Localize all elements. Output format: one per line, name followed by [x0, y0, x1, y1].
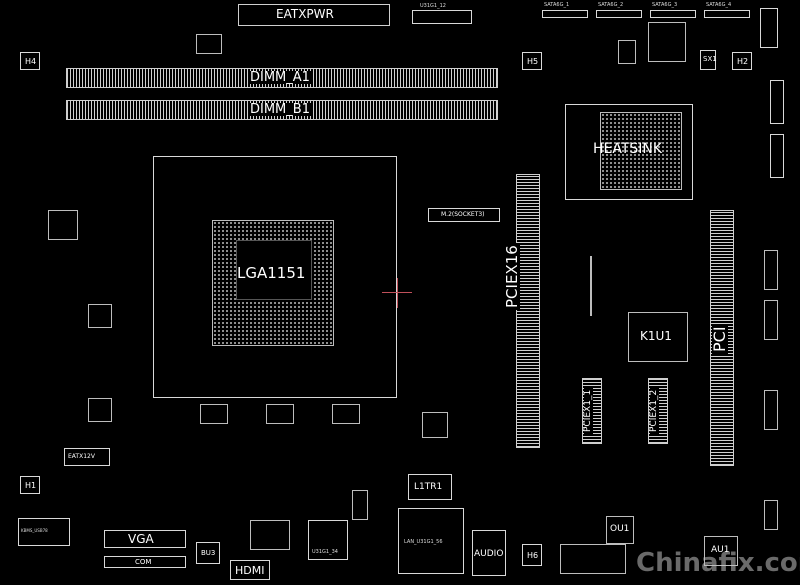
sata-2-connector[interactable]	[596, 10, 642, 18]
kbms-label: KBMS_USB78	[21, 528, 48, 533]
cpu-socket-outline[interactable]	[153, 156, 397, 398]
lan-usb-port[interactable]	[398, 508, 464, 574]
vga-label: VGA	[128, 532, 154, 546]
smd-chip	[560, 544, 626, 574]
pci-label: PCI	[710, 324, 729, 354]
mounting-hole-h5[interactable]	[522, 52, 542, 70]
smd-chip	[250, 520, 290, 550]
smd-chip	[764, 250, 778, 290]
au1-label: AU1	[711, 545, 730, 555]
ou1-label: OU1	[610, 524, 630, 534]
dimm-a1-label: DIMM_A1	[248, 70, 312, 85]
eatxpwr-connector[interactable]	[238, 4, 390, 26]
m2-socket[interactable]	[428, 208, 500, 222]
bu3-component[interactable]	[196, 542, 220, 564]
lga-label: LGA1151	[237, 264, 306, 282]
sx1-label: SX1	[703, 55, 717, 63]
sata-5-connector[interactable]	[770, 80, 784, 124]
smd-chip	[200, 404, 228, 424]
eatx12v-label: EATX12V	[68, 453, 95, 460]
pciex1-2-label: PCIEX1_2	[649, 387, 659, 434]
sata-4-connector[interactable]	[704, 10, 750, 18]
smd-chip	[422, 412, 448, 438]
ou1-chip[interactable]	[606, 516, 634, 544]
smd-chip	[196, 34, 222, 54]
sata-1-label: SATA6G_1	[544, 2, 570, 8]
trace-line	[590, 256, 592, 316]
mounting-hole-h6[interactable]	[522, 544, 542, 566]
h4-label: H4	[25, 57, 37, 66]
heatsink-outline[interactable]	[565, 104, 693, 200]
sata-3-connector[interactable]	[650, 10, 696, 18]
mounting-hole-h4[interactable]	[20, 52, 40, 70]
smd-chip	[764, 390, 778, 430]
bu3-label: BU3	[201, 549, 216, 557]
lan-label: LAN_U31G1_56	[404, 539, 443, 545]
l1tr1-component[interactable]	[408, 474, 452, 500]
audio-label: AUDIO	[474, 549, 504, 559]
usb-34-label: U31G1_34	[312, 549, 338, 555]
h2-label: H2	[737, 57, 749, 66]
audio-jack[interactable]	[472, 530, 506, 576]
hdmi-label: HDMI	[235, 564, 265, 577]
watermark: Chinafix.com	[636, 548, 800, 578]
sata-4-label: SATA6G_4	[706, 2, 732, 8]
pch-chip	[600, 112, 682, 190]
sata-2-label: SATA6G_2	[598, 2, 624, 8]
kbms-usb-port[interactable]	[18, 518, 70, 546]
pciex16-slot[interactable]	[516, 174, 540, 448]
vga-port[interactable]	[104, 530, 186, 548]
heatsink-label: HEATSINK	[593, 141, 663, 157]
smd-chip	[48, 210, 78, 240]
com-label: COM	[135, 558, 152, 566]
smd-chip	[618, 40, 636, 64]
front-panel-header[interactable]	[760, 8, 778, 48]
usb-header-label: U31G1_12	[420, 3, 446, 9]
sata-1-connector[interactable]	[542, 10, 588, 18]
sx1-component[interactable]	[700, 50, 716, 70]
cursor-crosshair-v	[397, 278, 398, 308]
eatx12v-connector[interactable]	[64, 448, 110, 466]
k1u1-label: K1U1	[640, 329, 672, 343]
dimm-b1-label: DIMM_B1	[248, 102, 312, 117]
cpu-socket-center	[236, 240, 312, 300]
pciex16-label: PCIEX16	[503, 243, 521, 310]
smd-chip	[764, 300, 778, 340]
usb-header-top[interactable]	[412, 10, 472, 24]
sata-3-label: SATA6G_3	[652, 2, 678, 8]
smd-chip	[648, 22, 686, 62]
com-header[interactable]	[104, 556, 186, 568]
h5-label: H5	[527, 57, 539, 66]
smd-chip	[352, 490, 368, 520]
mounting-hole-h2[interactable]	[732, 52, 752, 70]
k1u1-chip[interactable]	[628, 312, 688, 362]
au1-chip[interactable]	[704, 536, 738, 566]
mounting-hole-h1[interactable]	[20, 476, 40, 494]
smd-chip	[332, 404, 360, 424]
pciex1-1-label: PCIEX1_1	[583, 387, 593, 434]
h6-label: H6	[527, 551, 539, 560]
smd-chip	[764, 500, 778, 530]
m2-label: M.2(SOCKET3)	[441, 211, 485, 218]
hdmi-port[interactable]	[230, 560, 270, 580]
smd-chip	[266, 404, 294, 424]
smd-chip	[88, 304, 112, 328]
usb-34-port[interactable]	[308, 520, 348, 560]
eatxpwr-label: EATXPWR	[276, 7, 334, 21]
smd-chip	[88, 398, 112, 422]
l1tr1-label: L1TR1	[414, 482, 443, 492]
h1-label: H1	[25, 481, 37, 490]
sata-6-connector[interactable]	[770, 134, 784, 178]
